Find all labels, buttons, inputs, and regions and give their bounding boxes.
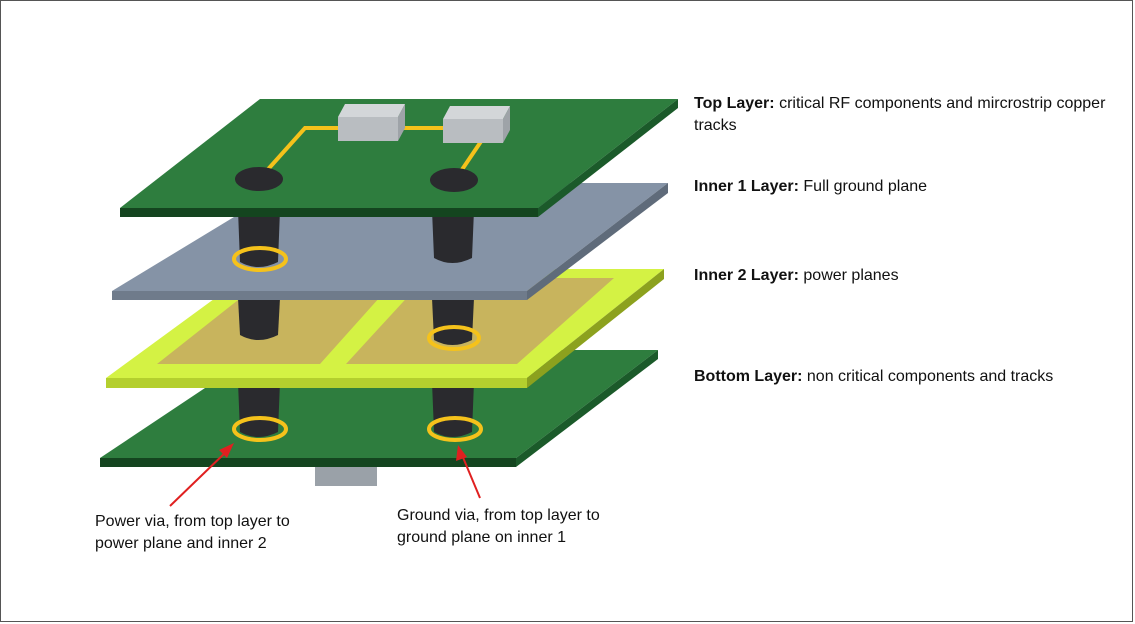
rf-component-right bbox=[443, 106, 510, 143]
power-via-middle bbox=[238, 298, 280, 340]
top-layer-side-front bbox=[120, 208, 538, 217]
power-via-arrow bbox=[169, 449, 229, 507]
ground-via-arrow bbox=[461, 454, 481, 499]
ground-via-ring-inner2 bbox=[427, 325, 481, 351]
vias-middle bbox=[238, 298, 481, 351]
top-layer bbox=[120, 99, 678, 217]
ground-via-arrowhead bbox=[456, 445, 467, 461]
inner2-side-front bbox=[106, 378, 527, 388]
legend-bottom-layer-desc: non critical components and tracks bbox=[806, 368, 1054, 385]
vias-lower bbox=[232, 382, 483, 442]
legend-inner1-layer: Inner 1 Layer: Full ground plane bbox=[694, 176, 1124, 198]
power-via-pad-top bbox=[235, 167, 283, 191]
ground-via-callout: Ground via, from top layer to ground pla… bbox=[397, 505, 600, 549]
ground-via-callout-line1: Ground via, from top layer to bbox=[397, 507, 600, 524]
callout-arrows bbox=[169, 443, 481, 507]
power-via-ring-inner1 bbox=[232, 246, 288, 272]
top-layer-side-right bbox=[538, 99, 678, 217]
ground-via-pad-top bbox=[430, 168, 478, 192]
microstrip-track-left bbox=[260, 126, 345, 178]
ground-via-callout-line2: ground plane on inner 1 bbox=[397, 529, 567, 546]
inner1-side-front bbox=[112, 291, 527, 300]
legend-top-layer-name: Top Layer: bbox=[694, 95, 775, 112]
ground-via-lower bbox=[432, 382, 474, 437]
power-via-lower bbox=[238, 382, 280, 437]
legend-inner1-layer-name: Inner 1 Layer: bbox=[694, 178, 799, 195]
legend-inner2-layer-name: Inner 2 Layer: bbox=[694, 267, 799, 284]
ground-via-ring-bottom bbox=[427, 416, 483, 442]
inner1-side-right bbox=[527, 183, 668, 300]
power-via-upper bbox=[238, 210, 280, 267]
bottom-layer-side-right bbox=[516, 350, 658, 467]
ground-via-upper bbox=[432, 210, 474, 263]
legend-top-layer: Top Layer: critical RF components and mi… bbox=[694, 93, 1124, 137]
inner2-side-right bbox=[527, 269, 664, 388]
rf-component-left bbox=[338, 104, 405, 141]
power-via-arrowhead bbox=[219, 443, 234, 458]
legend-top-layer-desc: critical RF components and mircrostrip c… bbox=[694, 95, 1106, 134]
power-via-callout-line2: power plane and inner 2 bbox=[95, 535, 267, 552]
legend-inner2-layer-desc: power planes bbox=[803, 267, 899, 284]
legend-inner2-layer: Inner 2 Layer: power planes bbox=[694, 265, 1124, 287]
power-via-callout-line1: Power via, from top layer to bbox=[95, 513, 290, 530]
ground-via-middle bbox=[432, 298, 474, 345]
vias-upper bbox=[232, 210, 474, 272]
bottom-layer-side-front bbox=[100, 458, 516, 467]
power-via-ring-bottom bbox=[232, 416, 288, 442]
legend-bottom-layer-name: Bottom Layer: bbox=[694, 368, 803, 385]
legend-bottom-layer: Bottom Layer: non critical components an… bbox=[694, 366, 1054, 388]
legend-inner1-layer-desc: Full ground plane bbox=[803, 178, 928, 195]
power-via-callout: Power via, from top layer to power plane… bbox=[95, 511, 290, 555]
